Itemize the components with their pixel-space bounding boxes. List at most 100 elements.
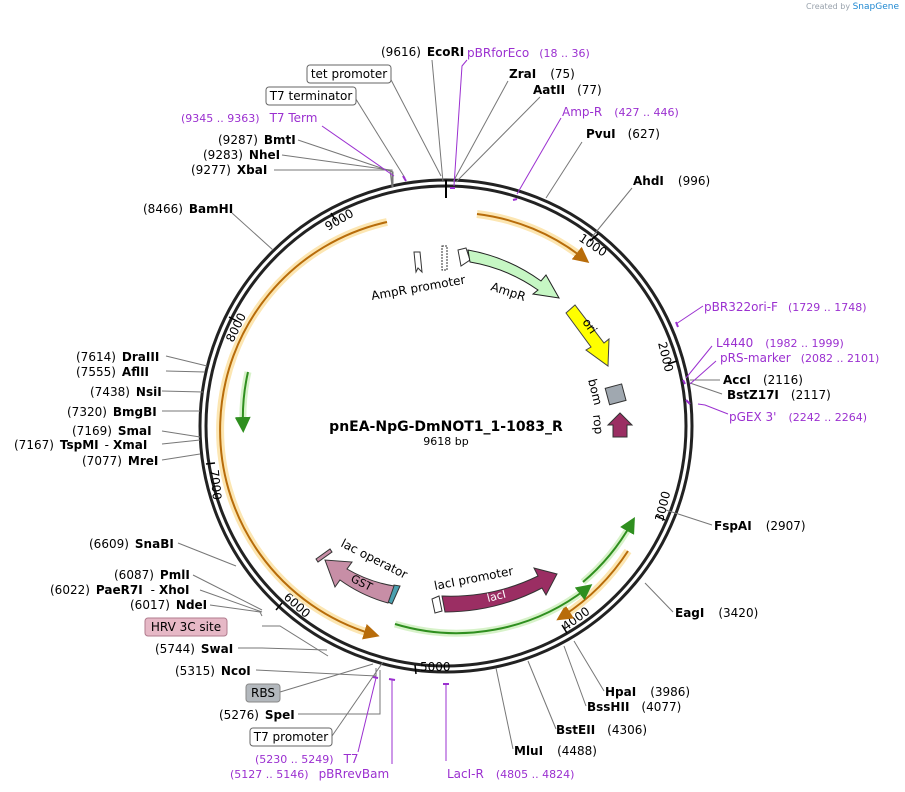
tick-label-7000: 7000 — [207, 469, 224, 501]
orf-arc-bottom — [394, 584, 593, 635]
t7-terminator-box — [265, 86, 357, 106]
primer-leader-pgex3 — [697, 403, 729, 415]
leader-fspai — [665, 509, 713, 526]
leader-ncoi — [255, 668, 377, 677]
leader-bsteii — [527, 660, 557, 730]
leader-eagi — [644, 582, 674, 613]
site-draiii: (7614)DraIII — [76, 350, 159, 364]
laci-feature — [441, 567, 558, 613]
rbs-box — [245, 683, 281, 703]
leader-zrai — [452, 80, 509, 183]
site-nsii: (7438)NsiI — [90, 385, 162, 399]
ampr-promoter-feature — [413, 251, 423, 274]
primer-mark-amp-r — [512, 198, 518, 201]
site-spei: (5276)SpeI — [219, 708, 295, 722]
site-ahdi: AhdI(996) — [633, 174, 710, 188]
leader-aatii — [455, 96, 541, 183]
tick-mark-9000 — [330, 212, 337, 222]
leader-nhei — [281, 154, 393, 188]
boxed-labels: tet promoter T7 terminator HRV 3C site R… — [144, 64, 392, 747]
orf-arc-left-inner — [234, 371, 251, 433]
orf-arcs — [216, 210, 635, 640]
leader-spei — [298, 670, 381, 715]
primer-pbrforeco: pBRforEco(18 .. 36) — [467, 46, 590, 60]
plasmid-name: pnEA-NpG-DmNOT1_1-1083_R — [329, 419, 563, 435]
ampr-label: AmpR — [489, 280, 527, 304]
leader-bmti — [297, 139, 394, 187]
credit-prefix: Created by — [806, 2, 851, 11]
ampr-feature — [467, 249, 560, 299]
primer-leader-lines — [321, 59, 729, 764]
leader-tspmi — [161, 439, 201, 445]
feature-labels: AmpR promoter AmpR ori bom rop lac opera… — [339, 273, 606, 605]
tick-mark-7000 — [205, 462, 216, 465]
site-aflii: (7555)AflII — [76, 365, 149, 379]
leader-bamhi — [231, 212, 274, 251]
leader-swai — [238, 647, 328, 651]
primer-mark-pgex3 — [685, 399, 691, 405]
leader-ahdi — [591, 187, 633, 238]
leader-smai — [161, 430, 201, 438]
site-bmti: (9287)BmtI — [218, 133, 296, 147]
tet-promoter-label: tet promoter — [311, 67, 387, 81]
primer-pgex3: pGEX 3'(2242 .. 2264) — [729, 410, 867, 424]
leader-bstz17i — [689, 382, 723, 395]
primer-leader-pbr322ori-f — [675, 305, 704, 325]
site-eagi: EagI(3420) — [675, 606, 758, 620]
gst-feature — [324, 559, 395, 604]
site-hpai: HpaI(3986) — [605, 685, 690, 699]
site-nhei: (9283)NheI — [203, 148, 280, 162]
leader-pmli — [192, 574, 263, 611]
site-ndei: (6017)NdeI — [130, 598, 207, 612]
site-pmli: (6087)PmlI — [114, 568, 190, 582]
bom-feature — [604, 383, 627, 406]
tick-mark-6000 — [275, 602, 283, 611]
primer-leader-t7 — [357, 677, 377, 753]
site-acci: AccI(2116) — [723, 373, 803, 387]
plasmid-size: 9618 bp — [423, 435, 468, 448]
leader-hpai — [573, 640, 605, 692]
leader-snabi — [177, 542, 237, 567]
orf-arc-bottom-right-halo — [560, 548, 632, 620]
leader-rbs — [279, 663, 374, 693]
laci-promoter-feature — [431, 595, 443, 614]
site-mlui: MluI(4488) — [514, 744, 597, 758]
primer-leader-l4440 — [685, 345, 713, 379]
primer-mark-t7-term — [402, 175, 407, 182]
tick-mark-1000 — [589, 233, 599, 242]
tick-label-3000: 3000 — [652, 490, 673, 523]
leader-aflii — [165, 370, 206, 373]
t7-promoter-label: T7 promoter — [253, 730, 329, 744]
primer-t7: (5230 .. 5249)T7 — [255, 752, 359, 766]
site-pvui: PvuI(627) — [586, 127, 660, 141]
rop-label: rop — [590, 414, 606, 435]
primer-marks — [372, 175, 691, 685]
site-mrei: (7077)MreI — [82, 454, 158, 468]
site-aatii: AatII(77) — [533, 83, 602, 97]
primer-amp-r: Amp-R(427 .. 446) — [562, 105, 679, 119]
primer-labels: pBRforEco(18 .. 36) Amp-R(427 .. 446) pB… — [181, 46, 879, 781]
site-bstz17i: BstZ17I(2117) — [727, 388, 831, 402]
backbone — [198, 178, 694, 674]
leader-ndei — [209, 604, 263, 617]
orf-arc-top-right-halo — [476, 210, 586, 262]
tick-mark-4000 — [561, 624, 568, 634]
site-snabi: (6609)SnaBI — [89, 537, 174, 551]
site-bsteii: BstEII(4306) — [556, 723, 647, 737]
ori-feature — [565, 304, 610, 367]
ampr-promoter-marker — [441, 245, 448, 271]
site-zrai: ZraI(75) — [509, 67, 575, 81]
site-labels: (9616)EcoRI ZraI(75) AatII(77) PvuI(627)… — [14, 45, 831, 758]
site-smai: (7169)SmaI — [72, 424, 152, 438]
primer-t7-term: (9345 .. 9363)T7 Term — [181, 111, 317, 125]
leader-t7-terminator — [353, 95, 406, 179]
primer-l4440: L4440(1982 .. 1999) — [716, 336, 844, 350]
site-ncoi: (5315)NcoI — [175, 664, 251, 678]
orf-arc-right — [582, 517, 635, 583]
tick-mark-5000 — [414, 664, 417, 675]
leader-bsshii — [563, 645, 587, 707]
site-bsshii: BssHII(4077) — [587, 700, 681, 714]
orf-arc-left — [219, 221, 388, 640]
leader-tet-promoter — [387, 73, 442, 177]
